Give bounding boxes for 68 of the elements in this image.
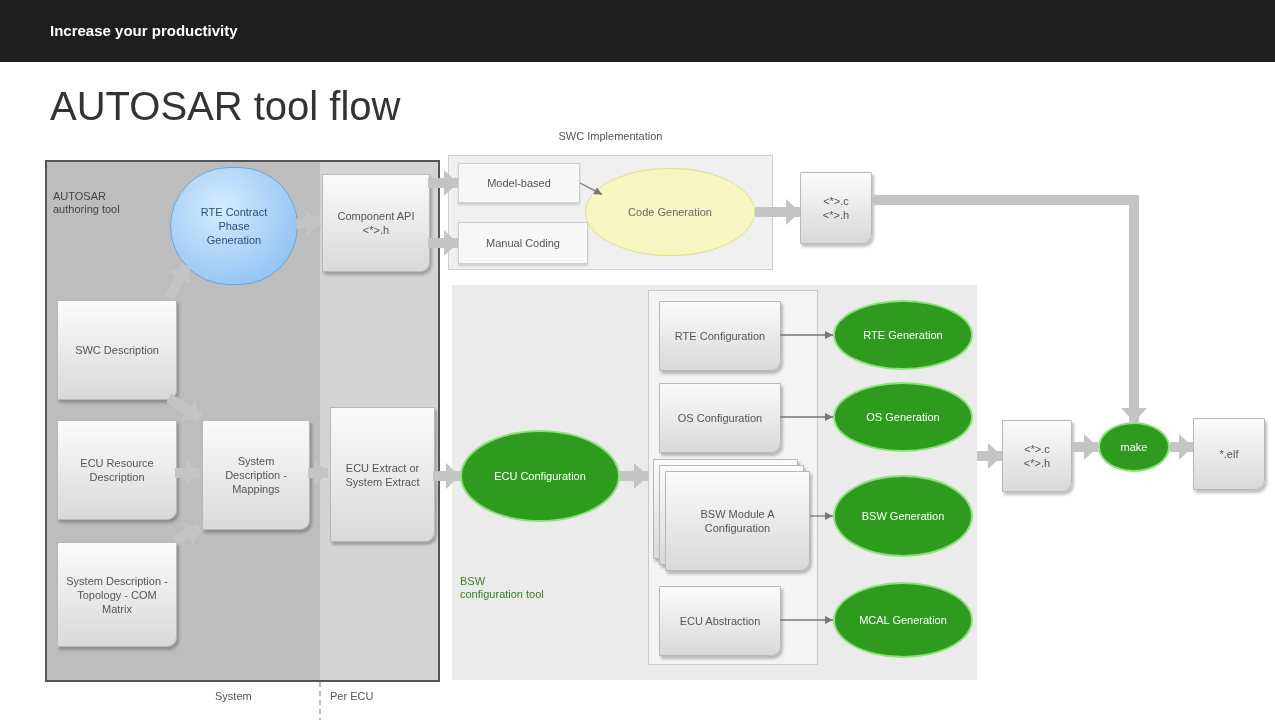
document-box [57,542,177,647]
node-label: AUTOSAR authoring tool [53,190,121,216]
node-label: OS Generation [866,410,940,424]
arrow [779,413,834,421]
node-label: SWC Description [75,343,159,357]
arrow [779,616,834,624]
arrow [308,460,328,486]
node-label: *.elf [1219,447,1239,461]
document-box [659,586,781,656]
column-label: System [215,689,252,704]
node-label: RTE Contract Phase Generation [199,205,269,247]
arrow [872,195,1147,422]
arrow [620,463,648,489]
arrow [175,460,200,486]
arrow [579,182,603,196]
document-box [57,420,177,520]
document-box [1193,418,1265,490]
document-box [322,174,430,272]
document-box [800,172,872,244]
arrow [166,393,203,423]
node-label: BSW Generation [861,509,945,523]
node-label: make [1120,440,1148,454]
node-label: MCAL Generation [859,613,947,627]
arrow [977,443,1002,469]
document-box [202,420,310,530]
arrow [755,199,800,225]
node-label: <*>.c <*>.h [821,194,851,222]
arrow [1072,434,1098,460]
header-text: Increase your productivity [50,21,238,41]
document-box [1002,420,1072,492]
node-label: ECU Resource Description [79,456,155,484]
node-label: OS Configuration [677,411,763,425]
node-label: <*>.c <*>.h [1022,442,1052,470]
tool-panel [45,160,440,682]
slide-title: AUTOSAR tool flow [50,83,401,130]
node-label: RTE Generation [863,328,943,342]
document-box [659,383,781,453]
node-label: SWC Implementation [558,129,663,144]
node-label: BSW Module A Configuration [699,507,776,535]
node-label: Model-based [487,175,551,191]
node-label: Manual Coding [486,235,560,251]
box-shape [648,290,818,665]
node-label: Component API <*>.h [336,209,416,237]
column-label: Per ECU [330,689,374,704]
arrow [164,263,192,301]
document-box [330,407,435,542]
arrow [295,209,321,236]
node-label: ECU Extract or System Extract [344,460,421,489]
process-box [458,222,588,264]
document-stack [653,459,811,571]
arrow [428,170,458,196]
arrow [428,230,458,256]
node-label: System Description - Topology - COM Matrix [66,573,168,616]
node-label: Code Generation [628,205,712,219]
arrow [433,463,460,489]
process-box [458,163,580,203]
arrow [809,512,834,520]
node-label: System Description - Mappings [224,454,288,496]
document-box [57,300,177,400]
arrow [779,331,834,339]
arrow [172,522,203,546]
document-box [659,301,781,371]
arrow [1170,434,1193,460]
node-label: ECU Configuration [494,469,586,483]
node-label: BSW configuration tool [460,575,545,601]
tool-panel [452,285,977,680]
node-label: RTE Configuration [674,329,766,343]
node-label: ECU Abstraction [679,614,761,628]
